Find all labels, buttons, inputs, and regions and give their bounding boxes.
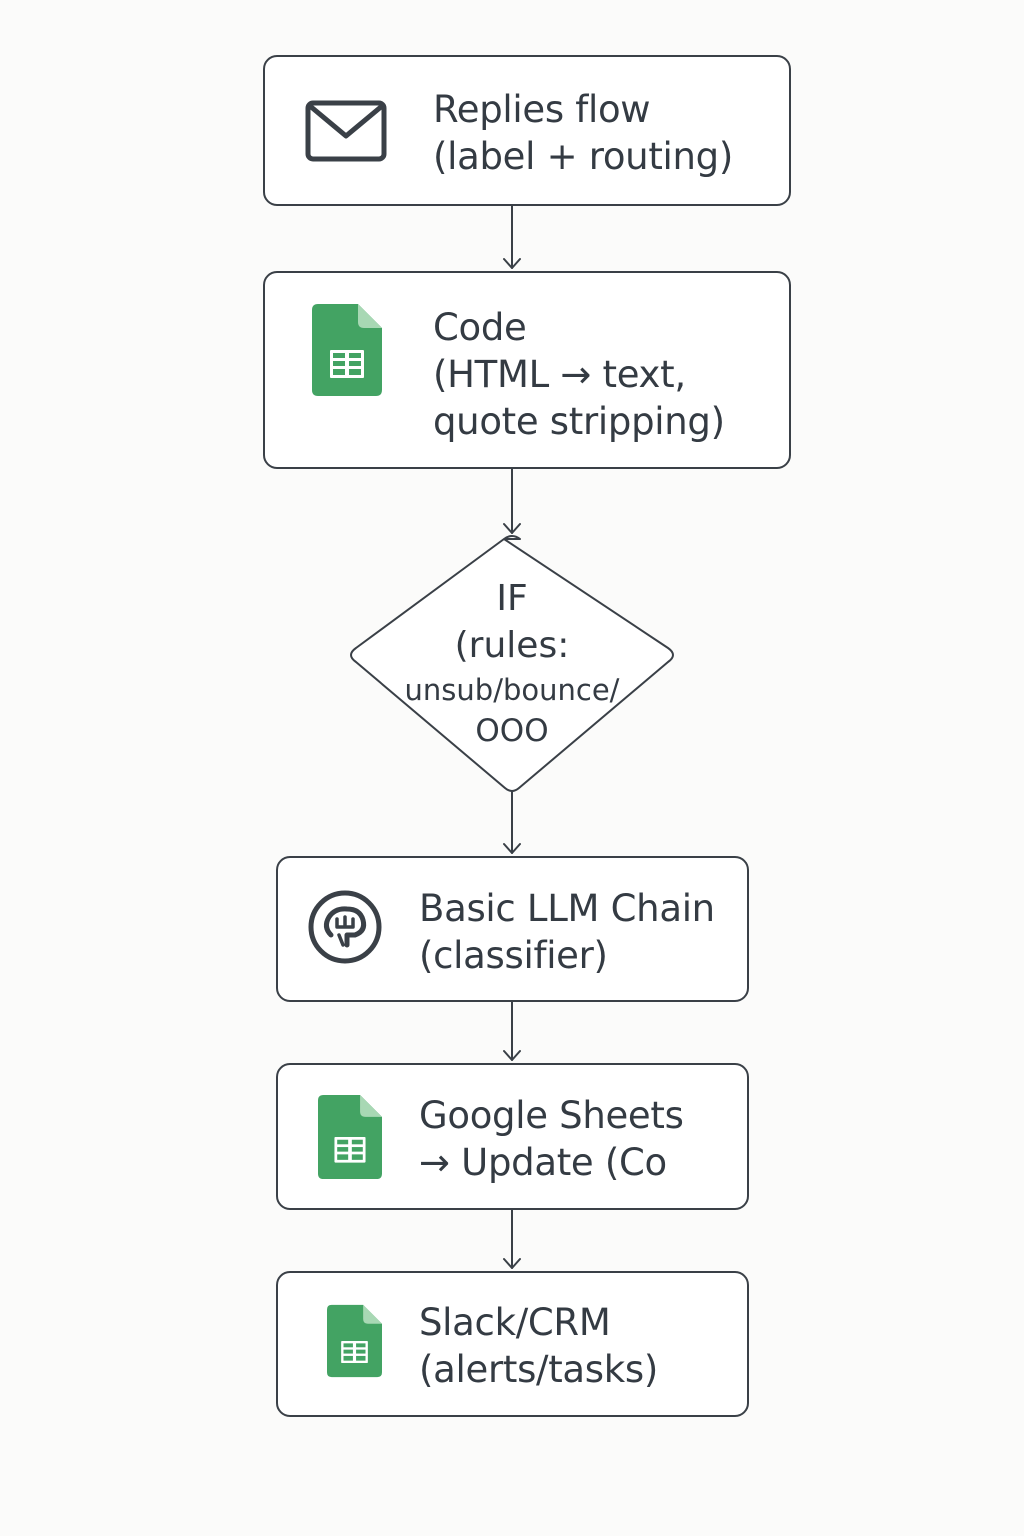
replies-flow-title: Replies flow bbox=[433, 88, 651, 131]
code-label: Code (HTML → text, quote stripping) bbox=[433, 304, 725, 445]
if-title: IF bbox=[496, 578, 528, 619]
slack-crm-subtitle: (alerts/tasks) bbox=[419, 1348, 659, 1391]
if-rules-label: (rules: bbox=[454, 625, 570, 666]
llm-chain-subtitle: (classifier) bbox=[419, 934, 608, 977]
code-title: Code bbox=[433, 306, 527, 349]
slack-crm-title: Slack/CRM bbox=[419, 1301, 611, 1344]
brain-icon bbox=[308, 890, 382, 964]
envelope-icon bbox=[305, 100, 387, 162]
google-sheets-label: Google Sheets → Update (Co bbox=[419, 1092, 684, 1186]
arrow-if-to-llm bbox=[503, 791, 521, 854]
arrow-llm-to-sheets bbox=[503, 1001, 521, 1061]
spreadsheet-icon bbox=[312, 304, 382, 396]
slack-crm-node[interactable] bbox=[276, 1271, 749, 1417]
spreadsheet-icon bbox=[327, 1304, 382, 1378]
code-subtitle-2: quote stripping) bbox=[433, 400, 725, 443]
llm-chain-label: Basic LLM Chain (classifier) bbox=[419, 885, 715, 979]
spreadsheet-icon bbox=[318, 1094, 382, 1180]
replies-flow-label: Replies flow (label + routing) bbox=[433, 86, 733, 180]
llm-chain-title: Basic LLM Chain bbox=[419, 887, 715, 930]
llm-chain-node[interactable] bbox=[276, 856, 749, 1002]
arrow-sheets-to-slack bbox=[503, 1209, 521, 1269]
if-ooo-label: OOO bbox=[475, 713, 549, 749]
code-subtitle-1: (HTML → text, bbox=[433, 353, 686, 396]
arrow-code-to-if bbox=[503, 468, 521, 534]
google-sheets-title: Google Sheets bbox=[419, 1094, 684, 1137]
slack-crm-label: Slack/CRM (alerts/tasks) bbox=[419, 1299, 658, 1393]
replies-flow-subtitle: (label + routing) bbox=[433, 135, 733, 178]
google-sheets-subtitle: → Update (Co bbox=[419, 1141, 667, 1184]
arrow-replies-to-code bbox=[503, 205, 521, 269]
if-conditions-label: unsub/bounce/ bbox=[404, 673, 620, 707]
if-diamond bbox=[350, 535, 674, 792]
